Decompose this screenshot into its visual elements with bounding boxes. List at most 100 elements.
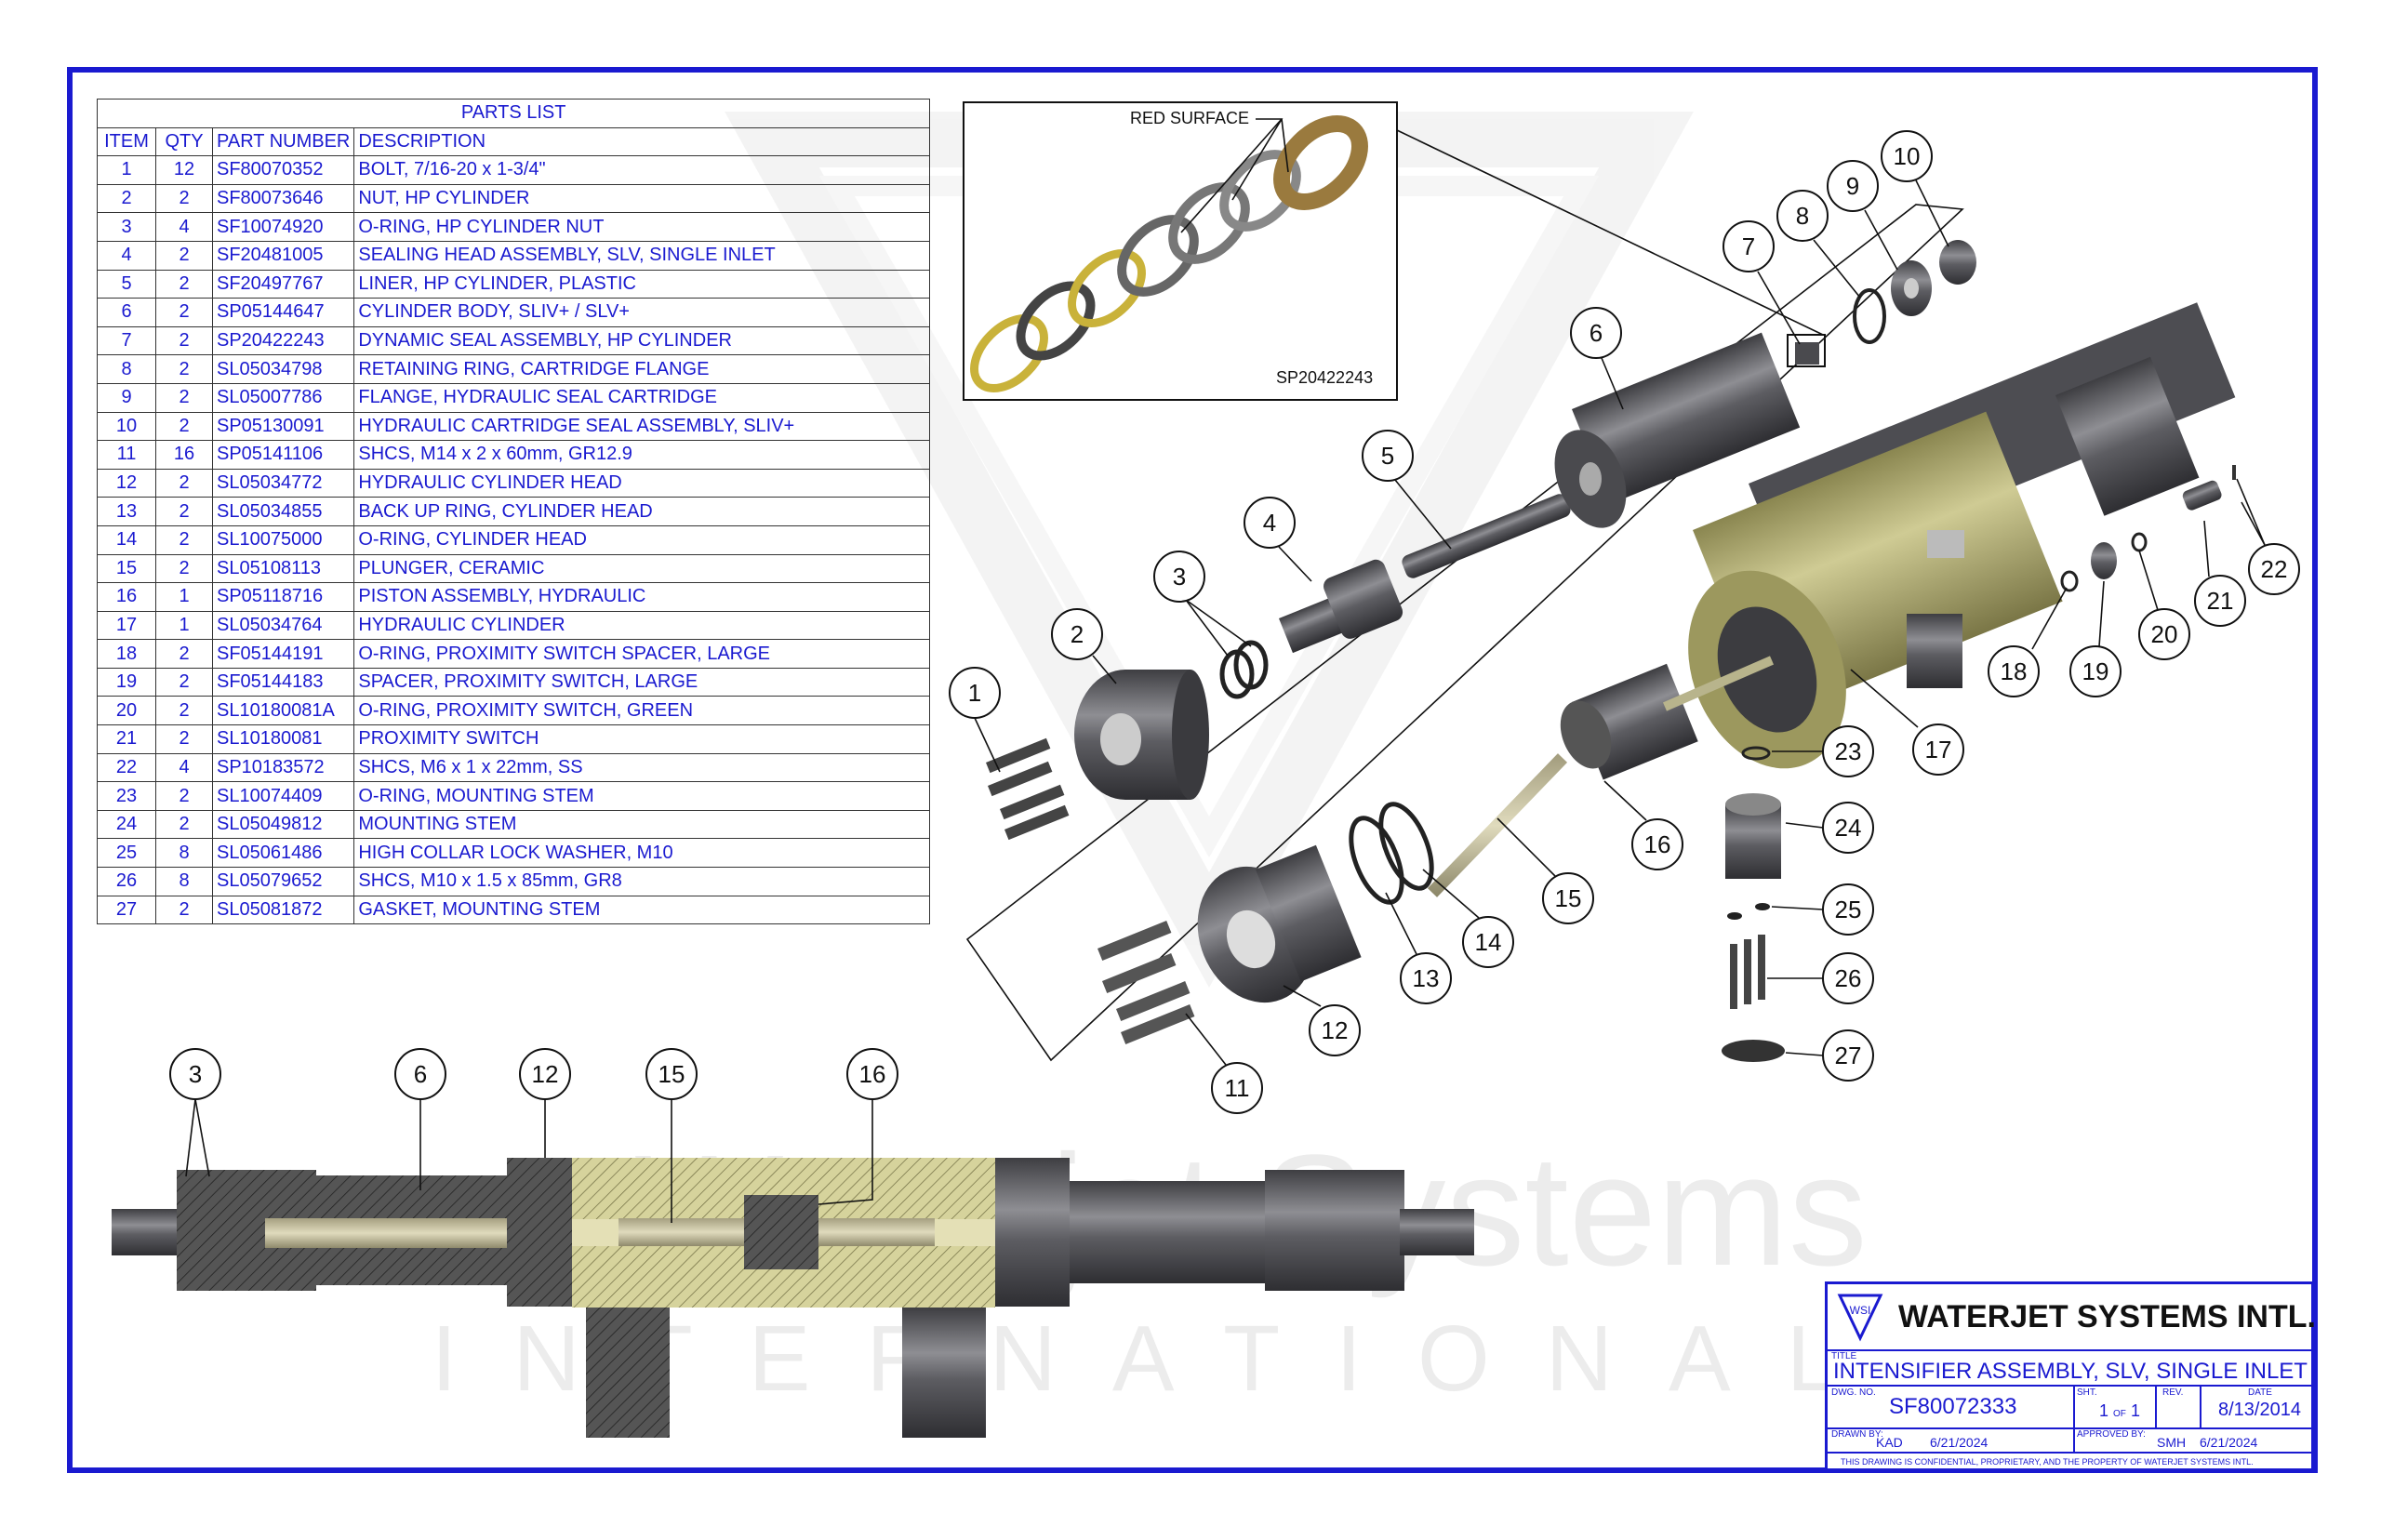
part-qty: 2: [155, 639, 213, 669]
part-item: 10: [97, 411, 156, 442]
tb-date: 8/13/2014: [2218, 1400, 2301, 1420]
balloon-number: 10: [1894, 142, 1921, 170]
leader-line: [1915, 179, 1949, 247]
balloon-circle: [394, 1048, 446, 1100]
part-description: O-RING, PROXIMITY SWITCH, GREEN: [353, 696, 931, 726]
tb-dwg-label: DWG. NO.: [1831, 1387, 1876, 1398]
prox-spacer-icon: [2091, 542, 2117, 579]
tb-divider: [2155, 1385, 2157, 1427]
detail-view-seal-assembly: RED SURFACE SP20422243: [963, 101, 1398, 401]
tb-approved-by: SMH: [2157, 1435, 2187, 1450]
balloon: 19: [2069, 645, 2122, 697]
leader-line: [1603, 780, 1647, 821]
part-number: SP05130091: [211, 411, 355, 442]
tb-rev-label: REV.: [2162, 1387, 2184, 1398]
detail-indicator: [1787, 334, 1826, 367]
balloon: 6: [394, 1048, 446, 1100]
tb-title: INTENSIFIER ASSEMBLY, SLV, SINGLE INLET: [1833, 1359, 2308, 1384]
part-qty: 2: [155, 696, 213, 726]
balloon: 26: [1822, 952, 1874, 1004]
tb-divider: [1828, 1452, 2311, 1454]
balloon-circle: [1051, 608, 1103, 660]
balloon-circle: [2069, 645, 2122, 697]
part-description: PROXIMITY SWITCH: [353, 724, 931, 754]
part-qty: 8: [155, 838, 213, 869]
leader-line: [2138, 550, 2159, 611]
part-item: 17: [97, 610, 156, 641]
prox-green-ring-icon: [2131, 532, 2148, 552]
hydraulic-cylinder-icon: [1688, 302, 2236, 769]
balloon: 14: [1462, 916, 1514, 968]
part-number: SF80073646: [211, 183, 355, 214]
balloon-number: 6: [1590, 319, 1603, 347]
leader-line: [185, 1098, 196, 1177]
part-qty: 2: [155, 724, 213, 754]
lock-washers-icon: [1727, 903, 1770, 920]
leader-line: [1394, 479, 1452, 550]
stem-bolts-icon: [1730, 935, 1765, 1009]
balloon-number: 16: [1644, 830, 1671, 858]
part-number: SL05034798: [211, 354, 355, 384]
balloon: 15: [645, 1048, 698, 1100]
balloon: 3: [169, 1048, 221, 1100]
part-number: SL05049812: [211, 809, 355, 840]
part-description: O-RING, CYLINDER HEAD: [353, 524, 931, 555]
balloon: 4: [1244, 497, 1296, 549]
stem-o-ring-icon: [1741, 746, 1771, 761]
part-item: 20: [97, 696, 156, 726]
part-qty: 2: [155, 240, 213, 271]
leader-line: [818, 1099, 873, 1205]
balloon-circle: [1881, 130, 1933, 182]
balloon-number: 20: [2151, 620, 2178, 648]
balloon-circle: [1362, 430, 1414, 482]
balloon: 1: [949, 667, 1001, 719]
tb-dwg-no: SF80072333: [1889, 1394, 2017, 1419]
balloon: 9: [1827, 160, 1879, 212]
balloon-number: 8: [1796, 202, 1809, 230]
balloon-number: 17: [1925, 736, 1952, 763]
part-number: SF20497767: [211, 269, 355, 299]
tb-approved-date: 6/21/2024: [2200, 1435, 2258, 1450]
balloon-circle: [1822, 1029, 1874, 1082]
balloon-number: 3: [189, 1060, 202, 1088]
balloon-circle: [2248, 543, 2300, 595]
part-description: RETAINING RING, CARTRIDGE FLANGE: [353, 354, 931, 384]
balloon-circle: [2138, 608, 2190, 660]
part-item: 24: [97, 809, 156, 840]
leader-line: [1185, 599, 1252, 647]
part-description: FLANGE, HYDRAULIC SEAL CARTRIDGE: [353, 382, 931, 413]
leader-line: [1185, 1013, 1227, 1066]
balloon-number: 25: [1835, 896, 1862, 923]
part-qty: 2: [155, 497, 213, 526]
part-description: SHCS, M14 x 2 x 60mm, GR12.9: [353, 440, 931, 470]
plunger-icon: [1427, 753, 1568, 897]
balloon: 3: [1153, 551, 1205, 603]
part-number: SP10183572: [211, 752, 355, 783]
balloon-number: 18: [2001, 657, 2028, 685]
part-item: 2: [97, 183, 156, 214]
leader-line: [1278, 546, 1312, 582]
leader-line: [2236, 478, 2266, 546]
piston-icon: [1560, 656, 1774, 780]
balloon-number: 4: [1263, 509, 1276, 537]
part-qty: 2: [155, 411, 213, 442]
bolts-icon: [986, 737, 1070, 841]
balloon-number: 12: [532, 1060, 559, 1088]
parts-list-table: PARTS LIST ITEM QTY PART NUMBER DESCRIPT…: [96, 99, 931, 925]
part-qty: 2: [155, 895, 213, 925]
part-item: 23: [97, 781, 156, 811]
balloon-circle: [2194, 575, 2246, 627]
header-part-number: PART NUMBER: [211, 126, 355, 157]
